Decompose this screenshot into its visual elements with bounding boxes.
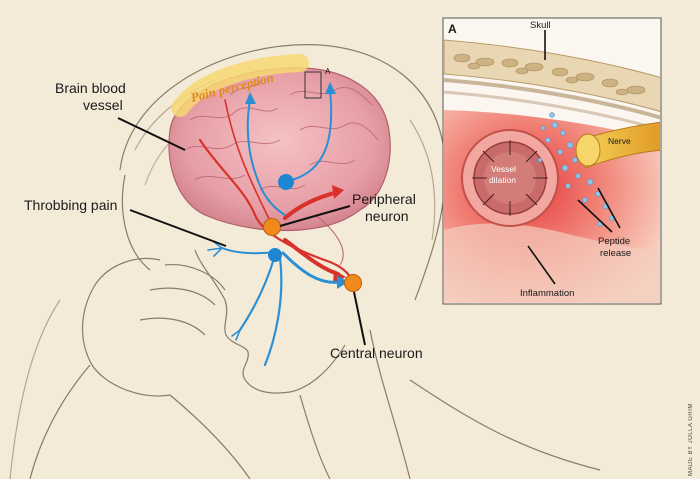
peptide-release-label-line2: release [600,248,631,259]
peptide-release-label-line1: Peptide [598,236,630,247]
nerve-label: Nerve [608,136,631,146]
vessel-dilation-label-line2: dilation [489,175,516,185]
dilation-arrows [472,140,548,216]
peripheral-neuron-label-line2: neuron [365,208,409,224]
inset-panel-letter: A [448,22,457,36]
inflammation-label: Inflammation [520,288,574,299]
leader-lines [117,117,366,346]
peripheral-neuron [263,218,281,236]
blue-neuron-lower [268,248,282,262]
inset-panel: A Skull Vessel dilation Nerve Peptide re… [442,17,662,305]
peptide-particles [537,112,615,227]
skull-label: Skull [530,20,551,31]
vessel-dilation-label-line1: Vessel [491,164,516,174]
blue-neuron-upper [278,174,294,190]
brain-blood-vessel-label-line2: vessel [83,97,123,113]
pain-perception-highlight [171,54,309,117]
brain-blood-vessel-label-line1: Brain blood [55,80,126,96]
artist-credit: MADE BY JOLLA GRIM [688,403,694,476]
central-neuron [344,274,362,292]
central-neuron-label: Central neuron [330,345,423,361]
inset-marker-label: A [325,67,331,76]
head-sketch [9,44,601,479]
skull-texture [453,53,646,96]
inset-marker-box [304,71,322,99]
throbbing-pain-label: Throbbing pain [24,197,117,213]
peripheral-neuron-label-line1: Peripheral [352,191,416,207]
